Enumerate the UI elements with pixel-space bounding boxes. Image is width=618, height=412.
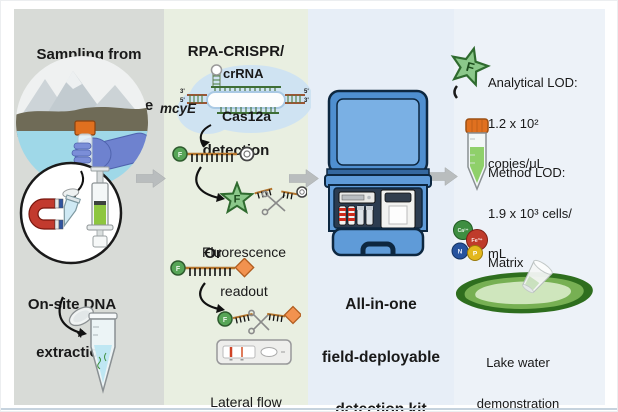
mcye-gene-label: mcyE <box>160 101 197 116</box>
lake-demo-icon <box>455 259 593 314</box>
lateral-flow-label: Lateral flow assay readout <box>210 394 282 410</box>
crrna-hairpin-icon <box>210 64 223 87</box>
biotin-diamond-icon <box>283 305 301 325</box>
analytical-star-icon: F <box>450 45 491 99</box>
method-lod-tube-icon <box>465 118 489 191</box>
prime-left-top: 3' <box>180 89 185 95</box>
svg-text:Fe³⁺: Fe³⁺ <box>471 237 482 244</box>
kit-tubes <box>338 205 374 226</box>
matrix-ions-icon: Ca²⁺ Fe³⁺ N P <box>451 220 488 261</box>
fluorescence-readout-label: Fluorescence readout <box>201 244 287 299</box>
sample-tube-cap <box>74 120 96 136</box>
panel-results <box>454 9 605 405</box>
curve-arrow-3-icon <box>199 282 225 313</box>
fluorophore-icon <box>170 260 186 276</box>
svg-text:F: F <box>178 152 183 159</box>
extracted-dna-tube-icon <box>68 306 118 394</box>
arrow-to-tube-icon <box>58 296 87 338</box>
gloved-hand <box>71 120 148 171</box>
svg-text:F: F <box>234 194 241 206</box>
svg-text:F: F <box>223 317 228 324</box>
fluorophore-icon <box>172 146 188 162</box>
magnet-icon <box>28 198 64 230</box>
lfa-reporter-intact: F <box>170 258 255 278</box>
dna-extraction-inset <box>19 161 123 265</box>
fluorescence-star-icon <box>219 181 255 215</box>
analytical-lod-text: Analytical LOD: 1.2 x 10² copies/μL <box>488 75 578 171</box>
cas12a-label: Cas12a <box>222 108 272 124</box>
prime-right-top: 5' <box>304 89 309 95</box>
bead-tube-icon <box>62 188 81 228</box>
method-lod-text: Method LOD: 1.9 x 10³ cells/ mL <box>488 165 572 261</box>
fluorophore-icon <box>217 311 233 327</box>
curve-arrow-2-icon <box>195 166 225 202</box>
svg-text:F: F <box>176 266 181 273</box>
svg-text:N: N <box>458 249 463 256</box>
curve-arrow-1-icon <box>199 124 212 148</box>
fluorescence-signal-graphic: F <box>219 181 307 216</box>
kit-caption: All-in-one field-deployable detection ki… <box>322 296 440 412</box>
svg-text:Ca²⁺: Ca²⁺ <box>458 228 469 234</box>
syringe-icon <box>86 166 114 248</box>
crrna-label: crRNA <box>223 66 264 81</box>
quencher-icon <box>296 186 307 198</box>
kit-reader-device <box>380 189 416 229</box>
prime-left-bottom: 5' <box>180 98 185 104</box>
svg-text:F: F <box>464 59 476 76</box>
case-handle <box>360 241 396 255</box>
sample-cup-icon <box>522 259 553 294</box>
lake-sampling-illustration <box>16 56 148 188</box>
or-label: Or <box>204 245 222 262</box>
bottom-divider <box>1 408 617 410</box>
svg-text:P: P <box>473 251 478 258</box>
quencher-icon <box>239 146 255 162</box>
detection-kit-case-icon <box>324 89 432 257</box>
fq-reporter-intact: F <box>172 146 255 162</box>
flow-arrow-1 <box>136 169 166 188</box>
cas12a-complex-graphic <box>177 64 311 134</box>
lfa-reporter-cleaved: F <box>217 305 301 335</box>
flow-arrow-2 <box>289 169 319 188</box>
lake-demo-text: Lake water demonstration <box>476 355 560 411</box>
prime-right-bottom: 3' <box>304 98 309 104</box>
biotin-diamond-icon <box>234 258 255 278</box>
scissors-icon <box>248 309 270 335</box>
scissors-icon <box>261 190 286 216</box>
lateral-flow-cassette-icon <box>216 339 292 365</box>
